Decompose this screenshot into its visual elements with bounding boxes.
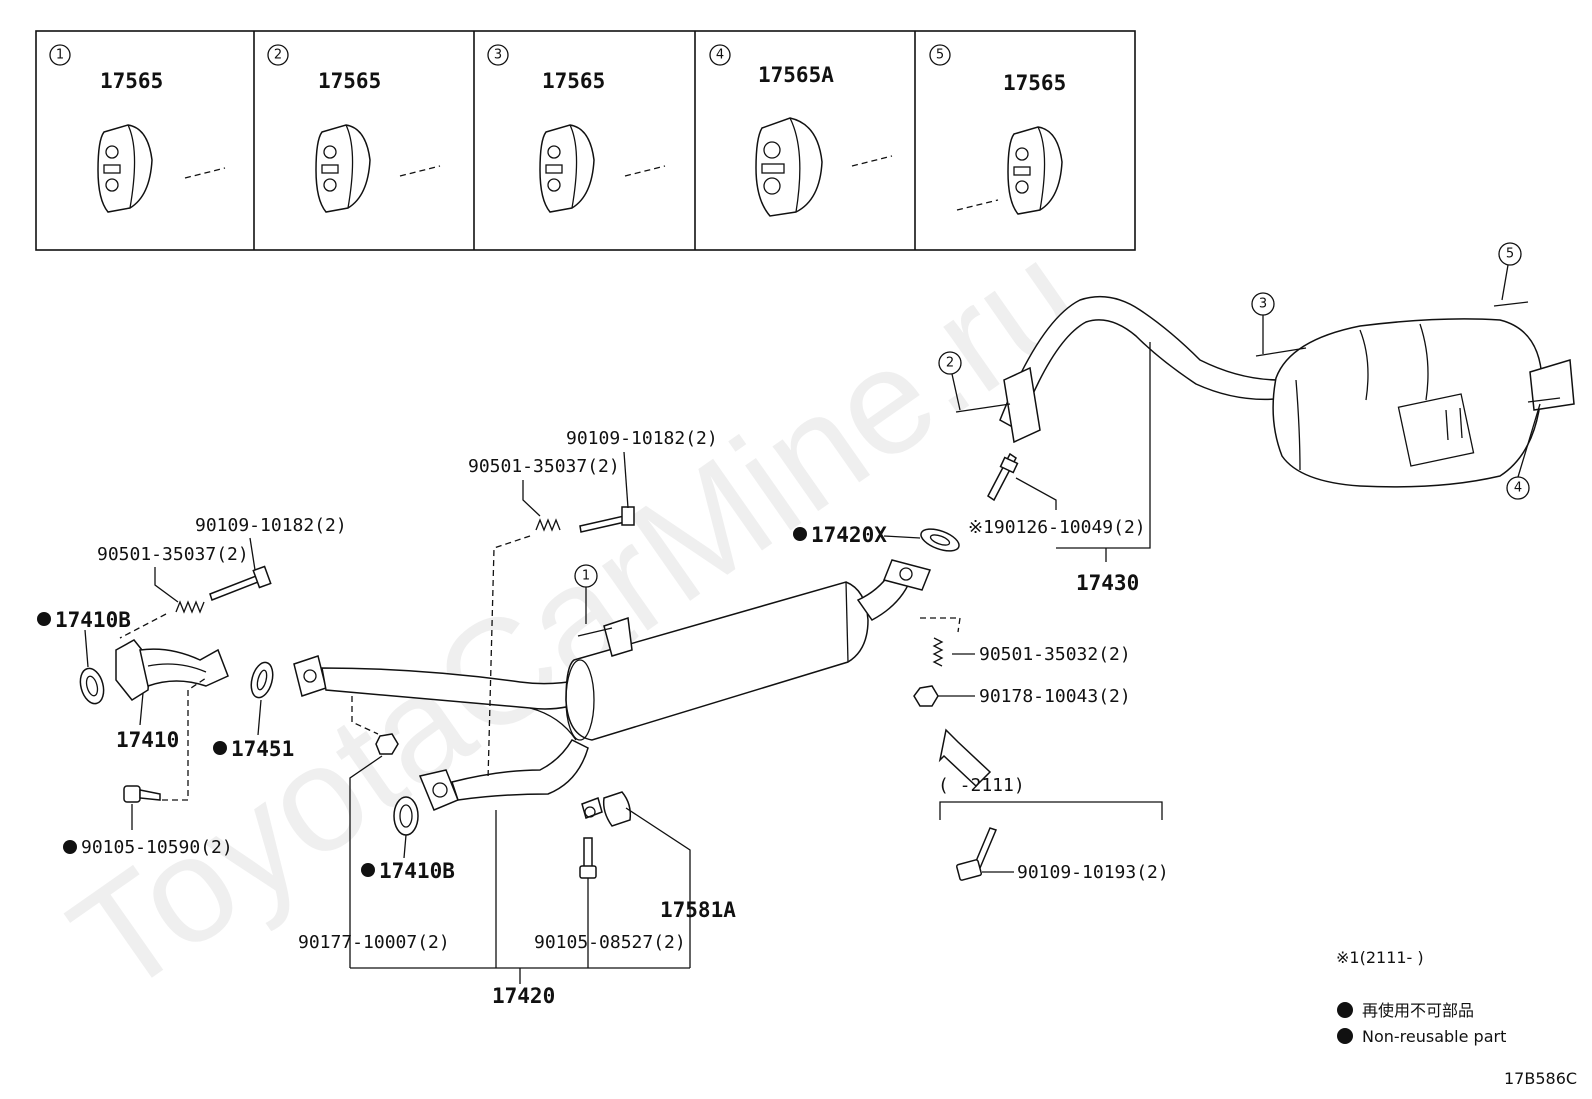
watermark-text: ToyotaCarMine.ru xyxy=(42,210,1108,1027)
inset-part-number: 17565 xyxy=(542,69,605,93)
spring-icon xyxy=(535,518,561,532)
gasket-icon xyxy=(920,528,960,552)
inset-number: 5 xyxy=(936,48,944,63)
non-reusable-dot-icon xyxy=(361,863,375,877)
callout-3: 3 xyxy=(1259,297,1267,312)
non-reusable-dot-icon xyxy=(63,840,77,854)
hanger-pin-icon xyxy=(184,167,226,179)
spring-icon xyxy=(932,637,944,667)
label-date-range: ( -2111) xyxy=(938,775,1025,796)
rubber-hanger-icon xyxy=(1007,126,1063,215)
stud-bolt-icon xyxy=(987,452,1019,502)
gasket-icon xyxy=(393,796,419,836)
inset-3: 3 17565 xyxy=(487,44,666,213)
label-90501-35037-left: 90501-35037(2) xyxy=(97,544,249,565)
label-90109-10182-left: 90109-10182(2) xyxy=(195,515,347,536)
nut-icon xyxy=(913,685,939,707)
non-reusable-dot-icon xyxy=(1337,1028,1353,1044)
tail-muffler-17430-icon xyxy=(999,295,1575,488)
front-pipe-group: 17410B 17410 17451 90501-35037(2) 90109-… xyxy=(37,515,347,858)
inset-2: 2 17565 xyxy=(267,44,441,213)
inset-frame xyxy=(35,30,1136,251)
inset-1: 1 17565 xyxy=(49,44,226,213)
label-90105-10590: 90105-10590(2) xyxy=(81,837,233,858)
label-17581A: 17581A xyxy=(660,898,736,922)
callout-circle-icon xyxy=(938,351,962,375)
callout-2: 2 xyxy=(946,356,954,371)
label-90109-10193: 90109-10193(2) xyxy=(1017,862,1169,883)
non-reusable-dot-icon xyxy=(213,741,227,755)
label-90501-35037-mid: 90501-35037(2) xyxy=(468,456,620,477)
non-reusable-dot-icon xyxy=(37,612,51,626)
inset-number: 3 xyxy=(494,48,502,63)
label-90177-10007: 90177-10007(2) xyxy=(298,932,450,953)
inset-5: 5 17565 xyxy=(929,44,1066,215)
inset-4: 4 17565A xyxy=(709,44,893,217)
callout-1: 1 xyxy=(582,569,590,584)
inset-number: 1 xyxy=(56,48,64,63)
flange-bolt-icon xyxy=(123,785,161,803)
label-17410B-top: 17410B xyxy=(55,608,131,632)
label-17420: 17420 xyxy=(492,984,555,1008)
hanger-pin-icon xyxy=(851,155,893,167)
hanger-pin-icon xyxy=(624,165,666,177)
label-90178-10043: 90178-10043(2) xyxy=(979,686,1131,707)
label-90105-08527: 90105-08527(2) xyxy=(534,932,686,953)
callout-circle-icon xyxy=(487,44,509,66)
callout-circle-icon xyxy=(709,44,731,66)
label-17451: 17451 xyxy=(231,737,294,761)
label-17430: 17430 xyxy=(1076,571,1139,595)
bolt-icon xyxy=(579,506,635,533)
spring-icon xyxy=(175,600,205,614)
inset-part-number: 17565 xyxy=(100,69,163,93)
bolt-icon xyxy=(209,565,272,601)
note-date: ※1(2111- ) xyxy=(1336,948,1424,967)
inset-number: 4 xyxy=(716,48,724,63)
callout-circle-icon xyxy=(267,44,289,66)
gasket-icon xyxy=(250,661,274,699)
rubber-hanger-icon xyxy=(539,124,595,213)
hanger-pin-icon xyxy=(956,199,999,211)
bolt-icon xyxy=(956,827,998,881)
callout-circle-icon xyxy=(929,44,951,66)
label-17420X: 17420X xyxy=(811,523,887,547)
bolt-icon xyxy=(579,837,597,879)
nut-icon xyxy=(375,733,399,755)
legend-english: Non-reusable part xyxy=(1362,1027,1506,1046)
callout-4: 4 xyxy=(1514,481,1522,496)
label-17410: 17410 xyxy=(116,728,179,752)
tail-pipe-group: 17420X 90501-35032(2) 90178-10043(2) ( -… xyxy=(793,242,1575,883)
label-17410B-bottom: 17410B xyxy=(379,859,455,883)
inset-panel: 1 17565 2 17565 xyxy=(35,30,1136,251)
diagram-code: 17B586C xyxy=(1504,1069,1577,1088)
label-90109-10182-mid: 90109-10182(2) xyxy=(566,428,718,449)
rubber-hanger-icon xyxy=(755,117,823,217)
gasket-icon xyxy=(79,667,105,705)
callout-circle-icon xyxy=(1498,242,1522,266)
callout-circle-icon xyxy=(49,44,71,66)
center-pipe-group: 1 90501-35037(2) 90109-10182(2) 17410B 9… xyxy=(293,428,932,1008)
non-reusable-dot-icon xyxy=(1337,1002,1353,1018)
exhaust-hanger-17581A-icon xyxy=(584,791,632,827)
inset-number: 2 xyxy=(274,48,282,63)
label-90501-35032: 90501-35032(2) xyxy=(979,644,1131,665)
center-pipe-17420-icon xyxy=(293,559,932,811)
non-reusable-dot-icon xyxy=(793,527,807,541)
rubber-hanger-icon xyxy=(315,124,371,213)
callout-5: 5 xyxy=(1506,247,1514,262)
exhaust-pipe-17410-icon xyxy=(115,639,229,701)
direction-arrow-icon xyxy=(938,728,992,788)
legend-japanese: 再使用不可部品 xyxy=(1362,1001,1474,1020)
legend: ※1(2111- ) 再使用不可部品 Non-reusable part 17B… xyxy=(1336,948,1577,1088)
inset-part-number: 17565 xyxy=(318,69,381,93)
rubber-hanger-icon xyxy=(97,124,153,213)
inset-part-number: 17565A xyxy=(758,63,834,87)
inset-part-number: 17565 xyxy=(1003,71,1066,95)
label-90126-10049: ※190126-10049(2) xyxy=(968,517,1146,538)
hanger-pin-icon xyxy=(399,165,441,177)
